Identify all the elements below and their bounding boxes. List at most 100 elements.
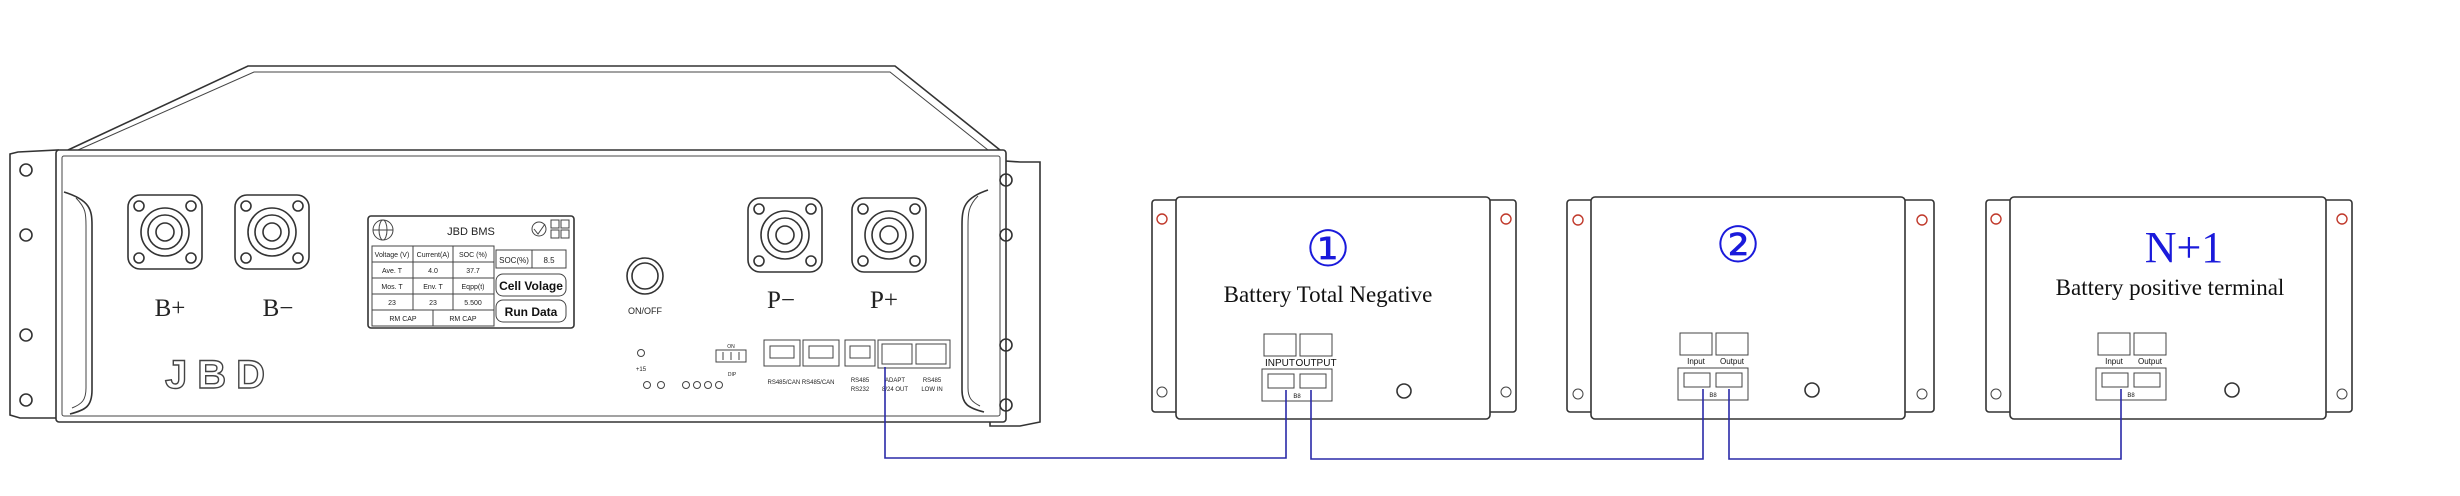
jbd-logo: JBD (165, 353, 275, 397)
left-rack-ear (9, 149, 59, 419)
table-cell: 4.0 (428, 268, 438, 275)
unit-marker: ① (1306, 221, 1351, 277)
indicator-hole (1804, 382, 1820, 398)
table-cell: 23 (429, 300, 437, 307)
unit-marker: ② (1716, 217, 1761, 273)
left-handle (63, 191, 93, 415)
cell-voltage-button[interactable] (495, 273, 567, 297)
indicator-hole (2224, 382, 2240, 398)
unit-marker: N+1 (2145, 223, 2224, 272)
port-label: ADAPT (885, 378, 905, 384)
terminal-p-minus (747, 197, 823, 273)
comm-cable-unit-1-to-unit-2 (1310, 389, 1704, 460)
port-label: RS485 (923, 378, 942, 384)
table-cell: Env. T (423, 284, 443, 291)
soc-value: 8.5 (543, 256, 555, 265)
rj45-port[interactable] (881, 343, 913, 365)
rj45-port[interactable] (844, 339, 876, 367)
soc-label: SOC(%) (499, 256, 529, 265)
port-label: RS485/CAN RS485/CAN (767, 380, 834, 386)
label-p-plus: P+ (870, 287, 898, 314)
mount-hole (999, 228, 1013, 242)
comm-cable-bms-to-unit-1 (884, 367, 1287, 459)
rj45-output-port[interactable] (1715, 372, 1743, 388)
unit-body (1590, 196, 1906, 420)
unit-label: Battery positive terminal (2056, 275, 2285, 300)
unit-body (1175, 196, 1491, 420)
bolt (1916, 388, 1928, 400)
rj45-port[interactable] (802, 339, 840, 367)
right-handle (961, 189, 989, 413)
check-icon (533, 223, 546, 235)
onoff-label: ON/OFF (628, 306, 662, 316)
indicator-led (682, 381, 690, 389)
battery-unit-2: ② Input Output B8 (1566, 196, 1935, 420)
rj45-output-port[interactable] (2133, 372, 2161, 388)
bolt (1156, 386, 1168, 398)
grid-icon (550, 219, 560, 229)
dip-label: ON (727, 344, 735, 350)
rj45-block (2095, 367, 2167, 401)
bolt (1500, 213, 1512, 225)
table-cell: 5.500 (464, 300, 482, 307)
port-dip (1263, 333, 1297, 357)
rj45-input-port[interactable] (1683, 372, 1711, 388)
rj45-block (1677, 367, 1749, 401)
port-label: 8/24 OUT (882, 387, 908, 393)
bolt (2336, 388, 2348, 400)
led-label: +15 (636, 367, 647, 373)
table-cell: Eqpp(t) (462, 284, 485, 291)
rj45-input-port[interactable] (1267, 373, 1295, 389)
status-led (643, 381, 651, 389)
dip-switch[interactable] (715, 349, 747, 363)
mount-hole (999, 398, 1013, 412)
indicator-hole (1396, 383, 1412, 399)
label-b-plus: B+ (155, 295, 186, 322)
port-label: RS232 (851, 387, 870, 393)
indicator-led (693, 381, 701, 389)
indicator-led (704, 381, 712, 389)
battery-unit-1: ① Battery Total Negative INPUT OUTPUT B8 (1151, 196, 1517, 420)
bolt (1572, 388, 1584, 400)
table-cell: RM CAP (389, 316, 417, 323)
port-dip (1715, 332, 1749, 356)
soc-box (495, 249, 567, 269)
rj45-port[interactable] (915, 343, 947, 365)
status-led (637, 349, 645, 357)
table-cell: RM CAP (449, 316, 477, 323)
status-led (657, 381, 665, 389)
mount-hole (999, 338, 1013, 352)
onoff-switch[interactable] (626, 257, 664, 295)
bms-main-unit: B+ B− P− P+ JBD JBD BMS (9, 65, 1041, 427)
mount-hole (999, 173, 1013, 187)
cell-voltage-button-label: Cell Volage (499, 279, 563, 293)
port-label: LOW IN (921, 387, 942, 393)
port-out-label: OUTPUT (1295, 358, 1336, 369)
bolt (1500, 386, 1512, 398)
dip-sub-label: DIP (728, 372, 737, 378)
label-b-minus: B− (263, 295, 294, 322)
mount-hole (19, 163, 33, 177)
bolt (1916, 214, 1928, 226)
comm-cable-unit-2-to-unit-n-plus-1 (1728, 389, 2122, 460)
port-dip (1299, 333, 1333, 357)
rj45-port[interactable] (763, 339, 801, 367)
port-code: B8 (1293, 394, 1301, 400)
rj45-input-port[interactable] (2101, 372, 2129, 388)
adapt-and-low-ports: ADAPT 8/24 OUT RS485 LOW IN (877, 339, 951, 393)
bolt (1990, 388, 2002, 400)
rs485-rs232-port: RS485 RS232 (844, 339, 876, 393)
run-data-button[interactable] (495, 299, 567, 323)
mount-hole (19, 228, 33, 242)
port-code: B8 (1709, 393, 1717, 399)
table-cell: Mos. T (381, 284, 403, 291)
rj45-output-port[interactable] (1299, 373, 1327, 389)
bolt (1990, 213, 2002, 225)
port-code: B8 (2127, 393, 2135, 399)
bms-top-panel (67, 65, 1001, 151)
table-cell: 37.7 (466, 268, 480, 275)
terminal-b-plus (127, 194, 203, 270)
mount-hole (19, 393, 33, 407)
unit-label: Battery Total Negative (1224, 282, 1433, 307)
